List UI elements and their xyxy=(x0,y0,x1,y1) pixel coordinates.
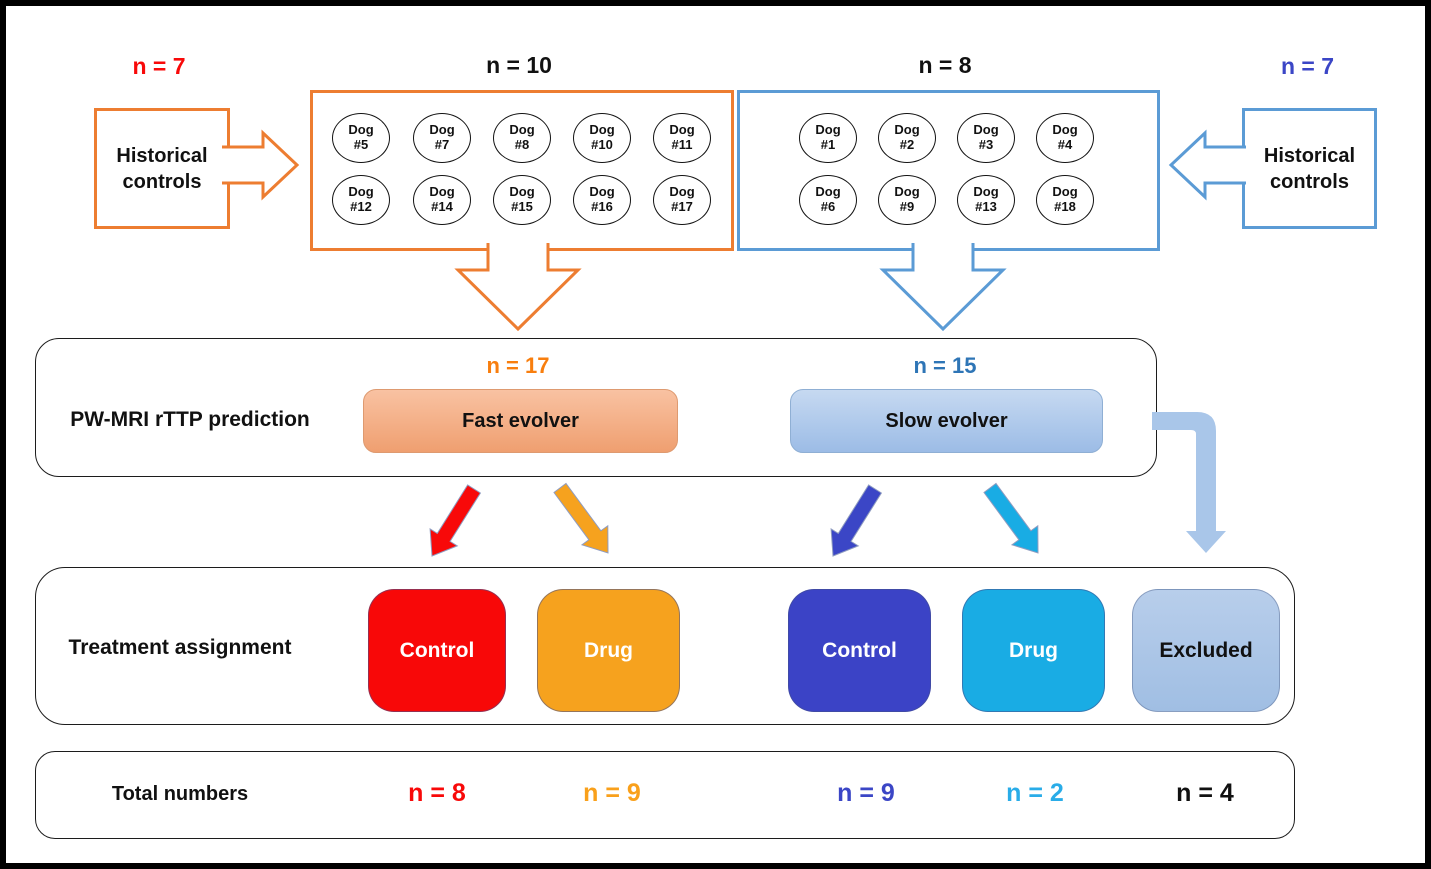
dog-ellipse: Dog #5 xyxy=(332,113,390,163)
fast-evolver-count: n = 17 xyxy=(486,353,550,378)
dog-label-line2: #8 xyxy=(514,137,530,152)
historical-controls-right-box: Historical controls xyxy=(1242,108,1377,229)
dog-ellipse: Dog #7 xyxy=(413,113,471,163)
dog-ellipse: Dog #11 xyxy=(653,113,711,163)
dog-label-line1: Dog xyxy=(509,122,535,138)
dog-label-line2: #12 xyxy=(350,199,372,214)
dog-label-line2: #2 xyxy=(899,137,915,152)
dog-label-line2: #1 xyxy=(820,137,836,152)
slow-group-count: n = 8 xyxy=(918,52,972,78)
dog-label-line2: #11 xyxy=(671,137,693,152)
fast-evolver-box: Fast evolver xyxy=(363,389,678,453)
dog-ellipse: Dog #14 xyxy=(413,175,471,225)
total-control-blue-count: n = 9 xyxy=(837,779,895,807)
dog-ellipse: Dog #12 xyxy=(332,175,390,225)
dog-ellipse: Dog #1 xyxy=(799,113,857,163)
total-drug-orange-count: n = 9 xyxy=(583,779,641,807)
dog-label-line1: Dog xyxy=(348,184,374,200)
dog-ellipse: Dog #4 xyxy=(1036,113,1094,163)
dog-label-line2: #16 xyxy=(591,199,613,214)
dog-ellipse: Dog #17 xyxy=(653,175,711,225)
total-control-red-count: n = 8 xyxy=(408,779,466,807)
fast-group-down-arrow xyxy=(454,243,582,332)
treatment-drug-cyan-box: Drug xyxy=(962,589,1105,712)
dog-ellipse: Dog #2 xyxy=(878,113,936,163)
historical-left-count: n = 7 xyxy=(132,53,186,79)
historical-right-count: n = 7 xyxy=(1280,53,1335,79)
totals-container xyxy=(35,751,1295,839)
dog-label-line1: Dog xyxy=(669,184,695,200)
historical-right-arrow-fill xyxy=(1171,133,1249,197)
dog-label-line1: Dog xyxy=(1052,184,1078,200)
dog-label-line1: Dog xyxy=(589,122,615,138)
dog-ellipse: Dog #16 xyxy=(573,175,631,225)
dog-ellipse: Dog #3 xyxy=(957,113,1015,163)
historical-left-arrow xyxy=(222,129,300,201)
dog-ellipse: Dog #15 xyxy=(493,175,551,225)
dog-label-line2: #10 xyxy=(591,137,613,152)
dog-label-line1: Dog xyxy=(973,184,999,200)
dog-label-line2: #14 xyxy=(431,199,453,214)
dog-label-line2: #5 xyxy=(353,137,369,152)
dog-label-line1: Dog xyxy=(815,122,841,138)
treatment-label: Treatment assignment xyxy=(68,636,292,659)
slow-group-down-arrow xyxy=(879,243,1007,332)
treatment-control-blue-box: Control xyxy=(788,589,931,712)
historical-left-arrow-fill xyxy=(219,133,297,197)
dog-label-line1: Dog xyxy=(815,184,841,200)
dog-ellipse: Dog #8 xyxy=(493,113,551,163)
dog-label-line2: #3 xyxy=(978,137,994,152)
dog-ellipse: Dog #6 xyxy=(799,175,857,225)
dog-label-line1: Dog xyxy=(429,122,455,138)
fast-to-control-arrow xyxy=(429,484,482,557)
dog-label-line1: Dog xyxy=(509,184,535,200)
total-drug-cyan-count: n = 2 xyxy=(1006,779,1064,807)
treatment-control-red-box: Control xyxy=(368,589,506,712)
slow-dog-group-box xyxy=(737,90,1160,251)
slow-to-drug-arrow xyxy=(983,482,1039,554)
dog-label-line1: Dog xyxy=(894,122,920,138)
dog-ellipse: Dog #18 xyxy=(1036,175,1094,225)
dog-label-line2: #17 xyxy=(671,199,693,214)
excluded-elbow-arrow xyxy=(1152,412,1226,553)
dog-label-line1: Dog xyxy=(589,184,615,200)
treatment-excluded-box: Excluded xyxy=(1132,589,1280,712)
slow-group-down-arrow-fill xyxy=(883,239,1003,329)
dog-label-line1: Dog xyxy=(429,184,455,200)
dog-label-line2: #7 xyxy=(434,137,450,152)
dog-ellipse: Dog #9 xyxy=(878,175,936,225)
totals-label: Total numbers xyxy=(111,783,249,805)
slow-evolver-count: n = 15 xyxy=(913,353,977,378)
dog-label-line2: #13 xyxy=(975,199,997,214)
fast-group-count: n = 10 xyxy=(486,52,552,78)
dog-label-line2: #18 xyxy=(1054,199,1076,214)
dog-label-line1: Dog xyxy=(348,122,374,138)
historical-controls-left-box: Historical controls xyxy=(94,108,230,229)
total-excluded-count: n = 4 xyxy=(1176,779,1234,807)
dog-label-line1: Dog xyxy=(1052,122,1078,138)
fast-group-down-arrow-fill xyxy=(458,239,578,329)
dog-label-line1: Dog xyxy=(973,122,999,138)
dog-label-line2: #4 xyxy=(1057,137,1073,152)
dog-label-line1: Dog xyxy=(669,122,695,138)
slow-to-control-arrow xyxy=(830,484,883,557)
prediction-label: PW-MRI rTTP prediction xyxy=(70,408,310,431)
slow-evolver-box: Slow evolver xyxy=(790,389,1103,453)
dog-label-line2: #6 xyxy=(820,199,836,214)
dog-label-line2: #9 xyxy=(899,199,915,214)
dog-label-line2: #15 xyxy=(511,199,533,214)
historical-right-arrow xyxy=(1168,129,1246,201)
dog-label-line1: Dog xyxy=(894,184,920,200)
dog-ellipse: Dog #10 xyxy=(573,113,631,163)
dog-ellipse: Dog #13 xyxy=(957,175,1015,225)
fast-to-drug-arrow xyxy=(553,482,609,554)
treatment-drug-orange-box: Drug xyxy=(537,589,680,712)
